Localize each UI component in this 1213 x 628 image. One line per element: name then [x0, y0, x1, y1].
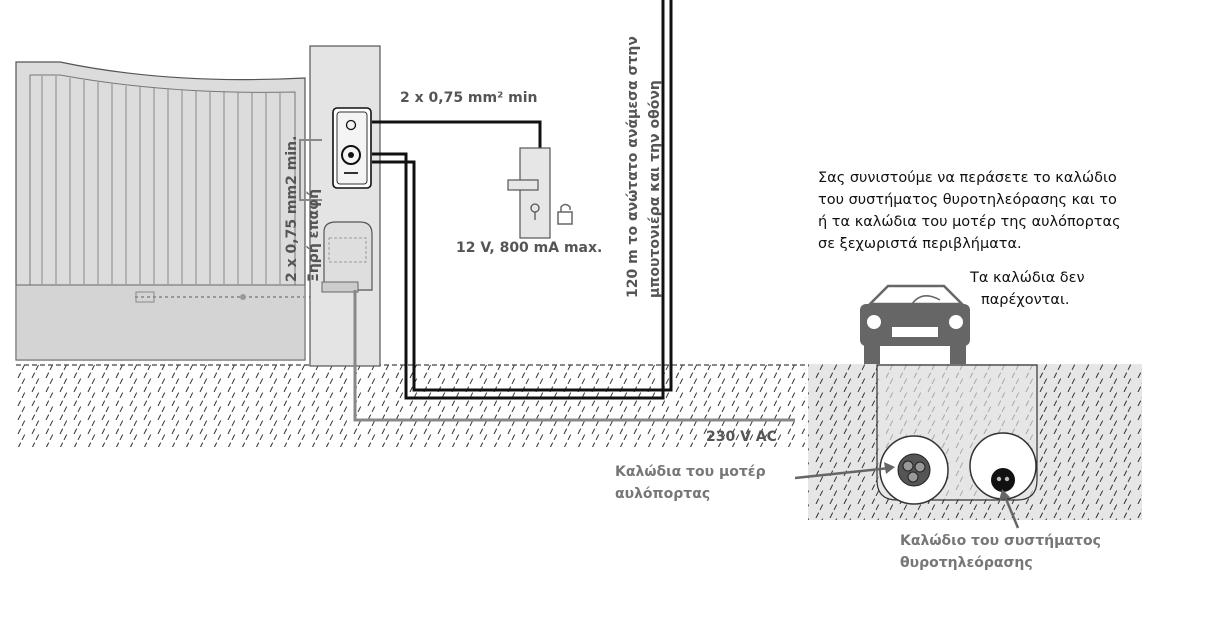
- electric-lock: [507, 147, 551, 239]
- padlock-icon: [557, 203, 573, 225]
- gate-motor: [321, 221, 373, 293]
- max-distance-line2: μπουτονιέρα και την οθόνη: [647, 80, 663, 298]
- contact-cable: [299, 139, 322, 201]
- note-line3: ή τα καλώδια του μοτέρ της αυλόπορτας: [818, 214, 1121, 230]
- max-distance-label: 120 m το ανώτατο ανάμεσα στην μπουτονιέρ…: [625, 36, 663, 298]
- gate-cable-label-line2: Ξηρή επαφή: [306, 189, 322, 282]
- gate: [15, 61, 320, 361]
- max-distance-line1: 120 m το ανώτατο ανάμεσα στην: [625, 36, 641, 298]
- intercom-conduit: [969, 432, 1037, 500]
- motor-cables-label-line1: Καλώδια του μοτέρ: [615, 464, 766, 480]
- pillar: [309, 45, 381, 367]
- gate-cable-label-line1: 2 x 0,75 mm2 min.: [284, 136, 300, 282]
- intercom-cable-label-line2: θυροτηλεόρασης: [900, 555, 1033, 571]
- gate-cable-label: 2 x 0,75 mm2 min. Ξηρή επαφή: [284, 136, 322, 282]
- mains-label: 230 V AC: [706, 429, 777, 445]
- lock-spec-label: 12 V, 800 mA max.: [456, 240, 602, 256]
- supplied-note-line1: Τα καλώδια δεν: [969, 270, 1085, 286]
- ground: [16, 364, 806, 447]
- intercom-pointer: [999, 489, 1020, 529]
- motor-pointer: [794, 462, 895, 480]
- car-icon: [860, 284, 970, 364]
- door-station: [332, 107, 372, 189]
- mains-cable: [353, 290, 795, 422]
- motor-cables-label-line2: αυλόπορτας: [615, 486, 710, 502]
- note-line1: Σας συνιστούμε να περάσετε το καλώδιο: [818, 170, 1117, 186]
- intercom-cable-label: 2 x 0,75 mm² min: [400, 90, 537, 106]
- lock-cable: [372, 120, 542, 148]
- note-line4: σε ξεχωριστά περιβλήματα.: [818, 236, 1022, 252]
- note-line2: του συστήματος θυροτηλεόρασης και το: [818, 192, 1117, 208]
- supplied-note-line2: παρέχονται.: [981, 292, 1069, 308]
- cable-duct-inset: [808, 284, 1142, 520]
- motor-conduit: [879, 435, 949, 505]
- intercom-cable-label-line1: Καλώδιο του συστήματος: [900, 533, 1101, 549]
- intercom-cable: [372, 0, 673, 400]
